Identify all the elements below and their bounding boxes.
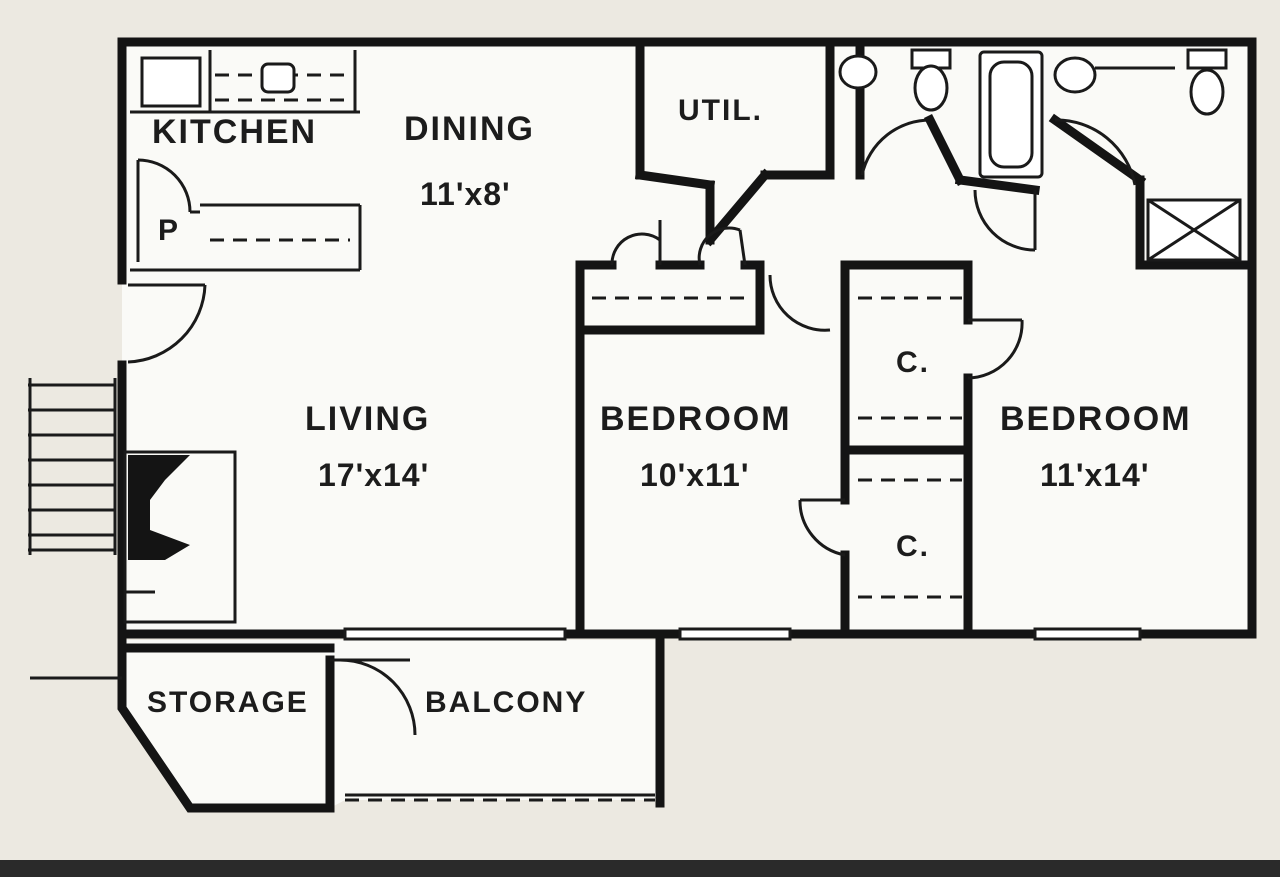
closet-walls — [798, 260, 1024, 639]
fireplace — [123, 450, 237, 624]
kitchen-label: KITCHEN — [152, 113, 317, 151]
bedroom-1-walls — [575, 220, 831, 639]
living-label: LIVING — [305, 400, 430, 438]
sink-icon — [1053, 56, 1097, 94]
stove-icon — [140, 56, 202, 108]
dining-size: 11'x8' — [420, 176, 511, 212]
sink-icon — [260, 62, 296, 94]
balcony-label: BALCONY — [425, 686, 587, 719]
windows — [343, 627, 1142, 641]
bedroom-2-label: BEDROOM — [1000, 400, 1192, 438]
sink-icon — [838, 54, 878, 90]
bedroom-1-size: 10'x11' — [640, 457, 749, 493]
stairs — [28, 378, 117, 555]
photo-bottom-edge — [0, 860, 1280, 877]
bathtub-icon — [978, 50, 1044, 179]
living-size: 17'x14' — [318, 457, 429, 493]
bedroom-2-size: 11'x14' — [1040, 457, 1149, 493]
closet-1-label: C. — [896, 346, 930, 379]
bedroom-1-label: BEDROOM — [600, 400, 792, 438]
utility-label: UTIL. — [678, 94, 763, 127]
storage-label: STORAGE — [147, 686, 309, 719]
bathroom — [838, 37, 1257, 270]
exterior-walls — [117, 37, 1257, 639]
entry-door — [127, 283, 207, 364]
balcony-storage-walls — [30, 635, 665, 813]
utility-walls — [634, 37, 835, 247]
exterior-floor — [125, 640, 660, 808]
kitchen-area — [130, 50, 362, 272]
dining-label: DINING — [404, 110, 535, 148]
toilet-icon — [1186, 48, 1228, 70]
interior-floor — [122, 42, 1252, 634]
closet-2-label: C. — [896, 530, 930, 563]
pantry-label: P — [158, 214, 180, 247]
